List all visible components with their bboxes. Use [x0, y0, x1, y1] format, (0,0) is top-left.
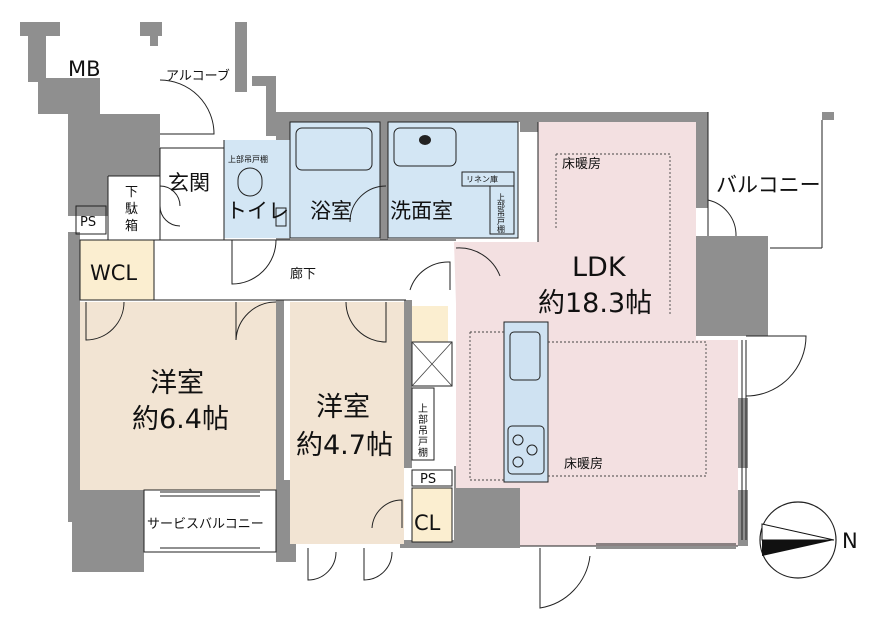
alcove-label: アルコーブ [166, 68, 230, 84]
toilet-fixture [237, 167, 287, 227]
room-fills [80, 122, 738, 546]
floor-heating-top-label: 床暖房 [562, 156, 601, 172]
compass-needle-dark [762, 540, 834, 556]
stove-burners [507, 331, 545, 475]
ldk-name-label: LDK [572, 252, 627, 283]
shoe-box-label-2: 駄 [125, 202, 138, 217]
western-room-2-fill [290, 302, 404, 544]
upper-cabinet-mid-label-1: 上 [418, 403, 428, 415]
ps-left-label: PS [80, 215, 96, 230]
storage-fill [412, 306, 448, 342]
toilet-label: トイレ [226, 199, 289, 223]
upper-cabinet-wash-label-1: 上 [497, 193, 505, 202]
hallway-label: 廊下 [290, 266, 316, 282]
western-room-1-name: 洋室 [150, 368, 204, 399]
floor-heating-bottom-label: 床暖房 [564, 456, 603, 472]
cl-fill [412, 488, 452, 542]
service-balcony-label: サービスバルコニー [147, 517, 264, 532]
shoe-box-label-3: 箱 [125, 218, 138, 234]
upper-cabinet-wash-label-5: 棚 [497, 224, 505, 234]
bath-fill [290, 122, 380, 238]
bath-label: 浴室 [310, 199, 352, 223]
compass: N [759, 501, 858, 579]
floor-heating-zones [469, 153, 707, 481]
compass-needle-light [761, 523, 835, 541]
upper-cabinet-toilet-label: 上部吊戸棚 [228, 154, 268, 164]
western-room-1-fill [80, 302, 276, 490]
wcl-fill [80, 240, 154, 300]
upper-cabinet-mid-label-4: 戸 [418, 436, 428, 448]
compass-ring [759, 501, 837, 579]
kitchen-counter [503, 321, 549, 483]
upper-cabinet-wash-label-2: 部 [497, 200, 505, 210]
balcony-label: バルコニー [716, 173, 821, 197]
western-room-2-size: 約4.7帖 [296, 430, 393, 461]
toilet-fill [224, 140, 290, 238]
washroom-fill [388, 122, 518, 238]
wcl-label: WCL [90, 261, 137, 285]
mb-label: MB [68, 57, 101, 81]
upper-cabinet-mid-label-2: 部 [418, 413, 428, 426]
ldk-size-label: 約18.3帖 [538, 288, 652, 319]
upper-cabinet-wash-label-4: 戸 [497, 217, 505, 226]
compass-north-label: N [842, 529, 858, 553]
shoe-box-label-1: 下 [125, 185, 138, 200]
entrance-label: 玄関 [168, 171, 210, 195]
room-labels: MB アルコーブ 玄関 下 駄 箱 PS WCL トイレ 上部吊戸棚 浴室 洗面… [68, 57, 821, 535]
ps-mid-label: PS [420, 472, 436, 487]
doors [85, 79, 807, 609]
western-room-1-size: 約6.4帖 [132, 404, 229, 435]
cl-label: CL [414, 511, 441, 535]
upper-cabinet-mid-label-3: 吊 [418, 425, 428, 437]
interior-lines [75, 112, 823, 553]
washroom-label: 洗面室 [390, 199, 453, 223]
western-room-2-name: 洋室 [316, 392, 370, 423]
linen-label: リネン庫 [466, 174, 498, 184]
upper-cabinet-wash-label-3: 吊 [497, 209, 505, 218]
upper-cabinet-mid-label-5: 棚 [418, 446, 428, 459]
